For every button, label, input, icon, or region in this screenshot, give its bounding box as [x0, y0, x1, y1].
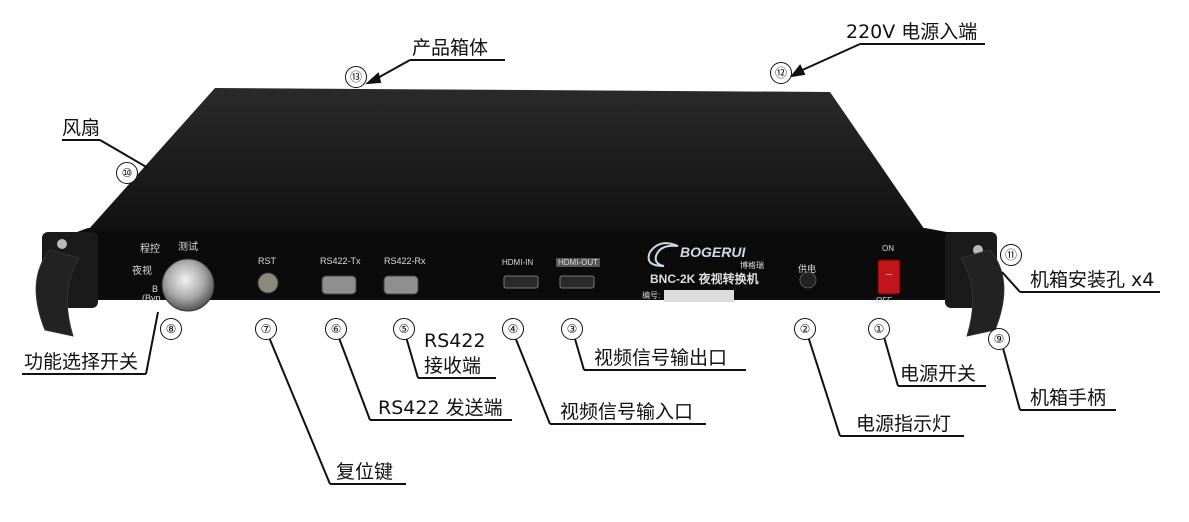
- label-rs422-rx-line1: RS422: [424, 330, 486, 352]
- mount-hole-left: [57, 239, 67, 249]
- reset-button: [257, 272, 279, 294]
- hdmi-in-label: HDMI-IN: [502, 258, 534, 267]
- knob-label-bypass: (Byp: [142, 293, 161, 303]
- label-power-input: 220V 电源入端: [846, 21, 978, 43]
- callout-number-11: ⑪: [1000, 244, 1022, 266]
- knob-label-night: 夜视: [132, 266, 152, 277]
- callout-number-13: ⑬: [345, 66, 367, 88]
- knob-label-test: 测试: [178, 242, 198, 253]
- callout-number-1: ①: [868, 318, 890, 340]
- label-rs422-tx: RS422 发送端: [378, 397, 503, 419]
- callout-number-4: ④: [502, 318, 524, 340]
- hdmi-out-label: HDMI-OUT: [556, 258, 600, 267]
- label-video-input: 视频信号输入口: [560, 401, 694, 423]
- label-reset-key: 复位键: [336, 461, 394, 483]
- handle-left: [35, 249, 80, 337]
- rst-label: RST: [258, 256, 276, 266]
- label-mount-holes: 机箱安装孔 x4: [1030, 269, 1155, 291]
- label-chassis-handle: 机箱手柄: [1030, 387, 1107, 409]
- callout-number-7: ⑦: [255, 318, 277, 340]
- callout-number-8: ⑧: [160, 318, 182, 340]
- brand-cn-text: 博格瑞: [740, 261, 764, 270]
- label-video-output: 视频信号输出口: [594, 347, 728, 369]
- function-knob: [161, 258, 215, 312]
- label-power-switch: 电源开关: [900, 363, 977, 385]
- brand-logo-text: BOGERUI: [680, 244, 746, 260]
- rs422-rx-label: RS422-Rx: [384, 256, 426, 266]
- callout-number-9: ⑨: [988, 328, 1010, 350]
- power-led-label: 供电: [798, 264, 817, 274]
- hdmi-in-port: [503, 275, 539, 289]
- knob-label-program: 程控: [140, 244, 160, 255]
- callout-lines: [22, 43, 1160, 485]
- rs422-tx-label: RS422-Tx: [320, 256, 361, 266]
- switch-on-label: ON: [882, 244, 894, 253]
- callout-number-6: ⑥: [325, 318, 347, 340]
- label-chassis-body: 产品箱体: [412, 37, 489, 59]
- rs422-tx-port: [321, 275, 357, 295]
- callout-number-10: ⑩: [116, 162, 138, 184]
- power-switch: [877, 259, 901, 295]
- callout-number-5: ⑤: [393, 318, 415, 340]
- handle-right: [960, 249, 1005, 337]
- serial-label: 编号:: [642, 291, 661, 300]
- power-indicator-led: [799, 271, 817, 289]
- label-rs422-rx-line2: 接收端: [424, 355, 482, 377]
- label-function-switch: 功能选择开关: [24, 351, 139, 373]
- callout-number-2: ②: [794, 318, 816, 340]
- model-text: BNC-2K 夜视转换机: [650, 272, 759, 286]
- chassis-top: [88, 88, 925, 230]
- rs422-rx-port: [383, 275, 419, 295]
- knob-label-b: B: [152, 284, 159, 294]
- label-fan: 风扇: [62, 117, 101, 139]
- label-power-indicator: 电源指示灯: [856, 413, 952, 435]
- hdmi-out-port: [559, 275, 595, 289]
- serial-plate: [664, 290, 734, 302]
- logo-icon: [647, 242, 679, 267]
- svg-text:—: —: [886, 270, 893, 278]
- switch-off-label: OFF: [876, 296, 892, 305]
- callout-number-3: ③: [561, 318, 583, 340]
- callout-number-12: ⑫: [770, 62, 792, 84]
